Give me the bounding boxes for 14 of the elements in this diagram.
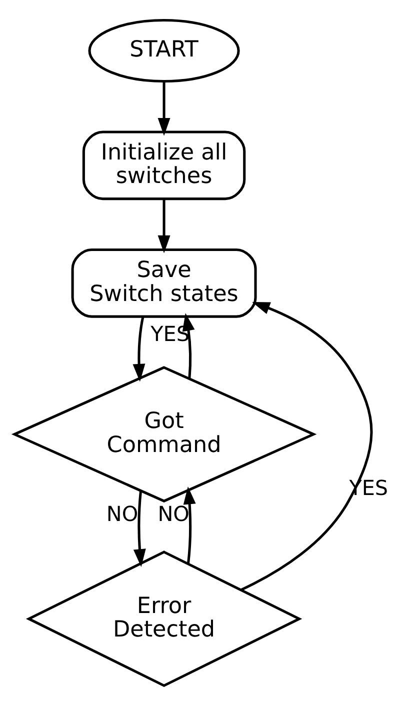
node-box: Save Switch states (71, 248, 257, 318)
arrow (158, 198, 170, 254)
arrow (240, 302, 373, 592)
node-diamond: Error Detected (26, 550, 302, 688)
node-diamond: Got Command (11, 366, 317, 502)
node-ellipse: START (88, 18, 240, 83)
edge-label: NO (106, 502, 138, 526)
arrow (158, 82, 170, 136)
arrow (182, 313, 195, 379)
arrow (183, 486, 196, 564)
edge-label: NO (158, 502, 190, 526)
arrow (133, 490, 146, 567)
node-box: Initialize all switches (82, 130, 246, 200)
arrow (132, 316, 146, 382)
